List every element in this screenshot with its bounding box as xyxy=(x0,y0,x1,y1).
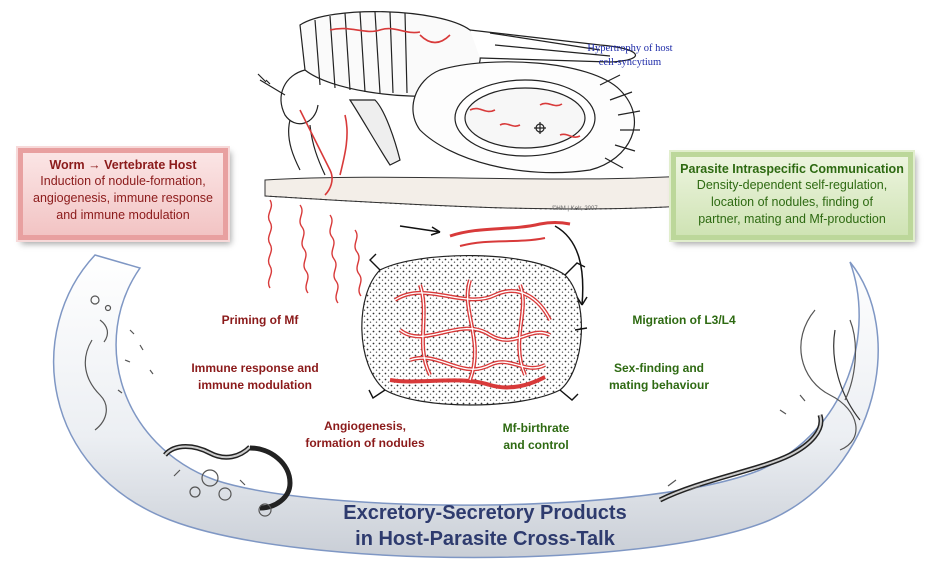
body-line: Induction of nodule-formation, xyxy=(40,174,206,188)
hypertrophy-line: Hypertrophy of host xyxy=(587,43,673,54)
larvae-trail xyxy=(267,199,571,304)
hypertrophy-line: cell-syncytium xyxy=(598,57,662,68)
crescent-band xyxy=(52,254,879,559)
worm-to-host-body: Induction of nodule-formation, angiogene… xyxy=(23,173,223,224)
blackfly-drawing xyxy=(257,11,641,176)
priming-label: Priming of Mf xyxy=(221,313,299,327)
body-line: Density-dependent self-regulation, xyxy=(696,178,888,192)
image-credit: ©HM | Kelr, 2007 xyxy=(552,206,598,212)
angiogenesis-label: Angiogenesis, formation of nodules xyxy=(290,418,440,452)
worm-sketches-left xyxy=(84,295,293,517)
sex-line: mating behaviour xyxy=(608,378,709,392)
immune-line: immune modulation xyxy=(198,378,312,392)
arrow-right-icon: → xyxy=(88,158,101,172)
title-vertebrate-host: Vertebrate Host xyxy=(104,158,197,172)
intraspecific-body: Density-dependent self-regulation, locat… xyxy=(676,177,908,228)
main-title-line: Excretory-Secretory Products xyxy=(343,502,627,524)
host-skin xyxy=(264,174,701,210)
onchocercoma-nodule xyxy=(361,253,588,406)
migration-label: Migration of L3/L4 xyxy=(632,313,736,327)
title-worm: Worm xyxy=(49,158,85,172)
larvae-in-fly xyxy=(299,27,581,196)
mf-line: and control xyxy=(503,438,569,452)
body-line: location of nodules, finding of xyxy=(711,195,873,209)
mf-line: Mf-birthrate xyxy=(502,421,570,435)
main-title: Excretory-Secretory Products in Host-Par… xyxy=(270,500,700,552)
angio-line: formation of nodules xyxy=(305,436,425,450)
immune-line: Immune response and xyxy=(191,361,319,375)
body-line: angiogenesis, immune response xyxy=(33,191,213,205)
hypertrophy-label: Hypertrophy of host cell-syncytium xyxy=(560,42,700,70)
intraspecific-box: Parasite Intraspecific Communication Den… xyxy=(671,152,913,240)
mf-birthrate-label: Mf-birthrate and control xyxy=(476,420,596,454)
body-line: and immune modulation xyxy=(56,208,190,222)
angio-line: Angiogenesis, xyxy=(323,419,406,433)
sex-line: Sex-finding and xyxy=(614,361,704,375)
worm-to-host-title: Worm → Vertebrate Host xyxy=(23,158,223,172)
main-title-line: in Host-Parasite Cross-Talk xyxy=(355,528,615,550)
immune-label: Immune response and immune modulation xyxy=(180,360,330,394)
intraspecific-title: Parasite Intraspecific Communication xyxy=(680,162,904,176)
sex-finding-label: Sex-finding and mating behaviour xyxy=(594,360,724,394)
worm-sketches-right xyxy=(658,309,861,503)
body-line: partner, mating and Mf-production xyxy=(698,212,886,226)
worm-to-host-box: Worm → Vertebrate Host Induction of nodu… xyxy=(18,148,228,240)
